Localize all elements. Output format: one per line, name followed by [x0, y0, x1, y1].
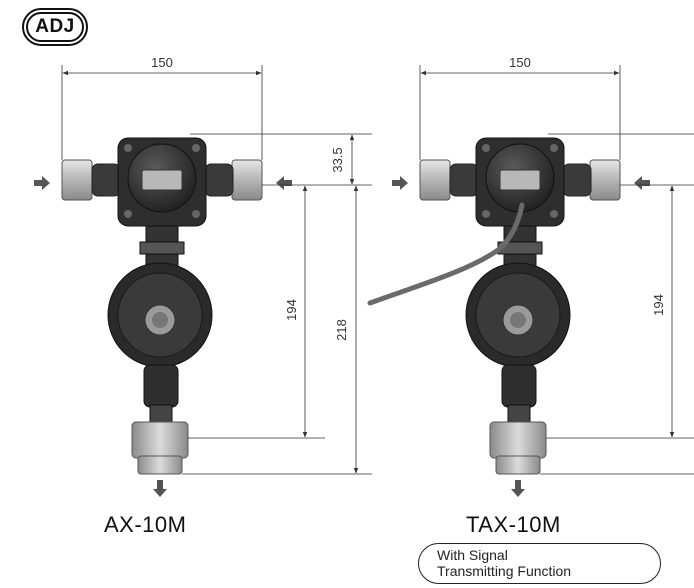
outlet-arrow-icon	[153, 480, 167, 497]
inlet-arrow-icon	[392, 176, 408, 190]
inlet-arrow-icon	[276, 176, 292, 190]
signal-cable	[367, 202, 525, 306]
inlet-arrow-icon	[34, 176, 50, 190]
dim-width-left: 150	[151, 55, 173, 70]
dim-inner-height-right: 194	[651, 294, 666, 316]
signal-function-note: With Signal Transmitting Function	[418, 543, 661, 584]
dim-width-right: 150	[509, 55, 531, 70]
outlet-arrow-icon	[511, 480, 525, 497]
dim-total-height-left: 218	[334, 319, 349, 341]
signal-note-line-2: Transmitting Function	[437, 563, 572, 579]
model-name-ax-10m: AX-10M	[104, 512, 187, 537]
dim-inner-height-left: 194	[284, 299, 299, 321]
signal-note-line-1: With Signal	[437, 547, 508, 563]
tax-10m-regulator-illustration	[419, 137, 621, 475]
adj-badge: ADJ	[22, 8, 88, 46]
dim-top-height-left: 33.5	[330, 147, 345, 172]
ax-10m-regulator-illustration	[61, 137, 263, 475]
model-name-tax-10m: TAX-10M	[466, 512, 561, 537]
adj-badge-label: ADJ	[26, 12, 84, 42]
inlet-arrow-icon	[634, 176, 650, 190]
